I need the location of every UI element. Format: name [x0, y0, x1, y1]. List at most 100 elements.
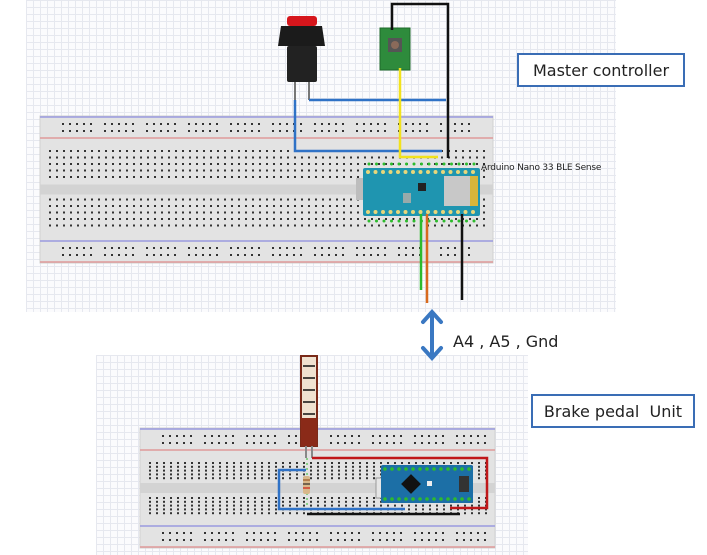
- hole: [350, 218, 352, 220]
- pin: [463, 170, 468, 174]
- pin: [453, 497, 457, 501]
- hole: [105, 224, 107, 227]
- hole: [485, 512, 487, 515]
- hole: [175, 163, 177, 165]
- hole: [63, 150, 65, 152]
- hole: [147, 150, 149, 152]
- hole: [205, 497, 207, 499]
- hole: [198, 469, 200, 472]
- hole: [147, 176, 149, 178]
- hole: [441, 156, 443, 159]
- hole: [343, 224, 345, 227]
- hole: [84, 211, 86, 214]
- hole: [156, 465, 158, 468]
- connected-hole: [412, 219, 416, 223]
- hole: [414, 532, 416, 534]
- hole: [140, 150, 142, 152]
- hole: [253, 532, 255, 534]
- connected-hole: [405, 219, 408, 223]
- hole: [169, 435, 171, 437]
- hole: [380, 500, 382, 503]
- hole: [468, 130, 470, 132]
- hole: [301, 218, 303, 220]
- hole: [212, 512, 214, 515]
- hole: [162, 539, 164, 541]
- hole: [279, 130, 281, 132]
- pin: [426, 170, 430, 174]
- hole: [83, 123, 85, 125]
- hole: [160, 123, 162, 125]
- hole: [357, 163, 359, 165]
- hole: [247, 508, 249, 511]
- hole: [275, 512, 277, 515]
- hole: [378, 224, 380, 227]
- hole: [84, 156, 86, 159]
- hole: [393, 539, 395, 541]
- hole: [302, 539, 304, 541]
- connection-label: A4 , A5 , Gnd: [453, 332, 559, 351]
- hole: [163, 508, 165, 511]
- hole: [224, 156, 226, 159]
- hole: [212, 497, 214, 499]
- hole: [111, 254, 113, 256]
- hole: [63, 224, 65, 227]
- hole: [331, 504, 333, 507]
- hole: [230, 247, 232, 249]
- hole: [294, 205, 296, 207]
- hole: [275, 469, 277, 472]
- hole: [308, 198, 310, 201]
- hole: [77, 205, 79, 207]
- hole: [477, 539, 479, 541]
- hole: [118, 254, 120, 256]
- hole: [303, 497, 305, 499]
- hole: [189, 205, 191, 207]
- hole: [232, 442, 234, 444]
- hole: [217, 224, 219, 227]
- hole: [189, 150, 191, 152]
- hole: [328, 130, 330, 132]
- hole: [363, 123, 365, 125]
- hole: [184, 465, 186, 468]
- hole: [196, 156, 198, 159]
- hole: [456, 532, 458, 534]
- hole: [252, 176, 254, 178]
- resistor-body: [303, 476, 310, 494]
- hole: [182, 156, 184, 159]
- hole: [471, 504, 473, 507]
- hole: [324, 500, 326, 503]
- hole: [357, 169, 359, 172]
- hole: [275, 477, 277, 480]
- hole: [156, 508, 158, 511]
- hole: [287, 218, 289, 220]
- hole: [408, 508, 410, 511]
- hole: [170, 508, 172, 511]
- hole: [317, 473, 319, 476]
- hole: [189, 169, 191, 172]
- hole: [266, 150, 268, 152]
- hole: [273, 198, 275, 201]
- hole: [232, 539, 234, 541]
- hole: [149, 473, 151, 476]
- hole: [301, 211, 303, 214]
- hole: [415, 504, 417, 507]
- hole: [219, 508, 221, 511]
- hole: [315, 163, 317, 165]
- hole: [385, 156, 387, 159]
- hole: [149, 500, 151, 503]
- button-body: [287, 46, 317, 82]
- hole: [286, 130, 288, 132]
- hole: [177, 465, 179, 468]
- hole: [188, 130, 190, 132]
- pin: [471, 170, 475, 174]
- hole: [198, 477, 200, 480]
- hole: [330, 435, 332, 437]
- pin: [467, 467, 471, 471]
- hole: [253, 539, 255, 541]
- hole: [231, 211, 233, 214]
- hole: [345, 462, 347, 464]
- hole: [182, 224, 184, 227]
- hole: [454, 254, 456, 256]
- hole: [321, 123, 323, 125]
- hole: [273, 224, 275, 227]
- hole: [343, 163, 345, 165]
